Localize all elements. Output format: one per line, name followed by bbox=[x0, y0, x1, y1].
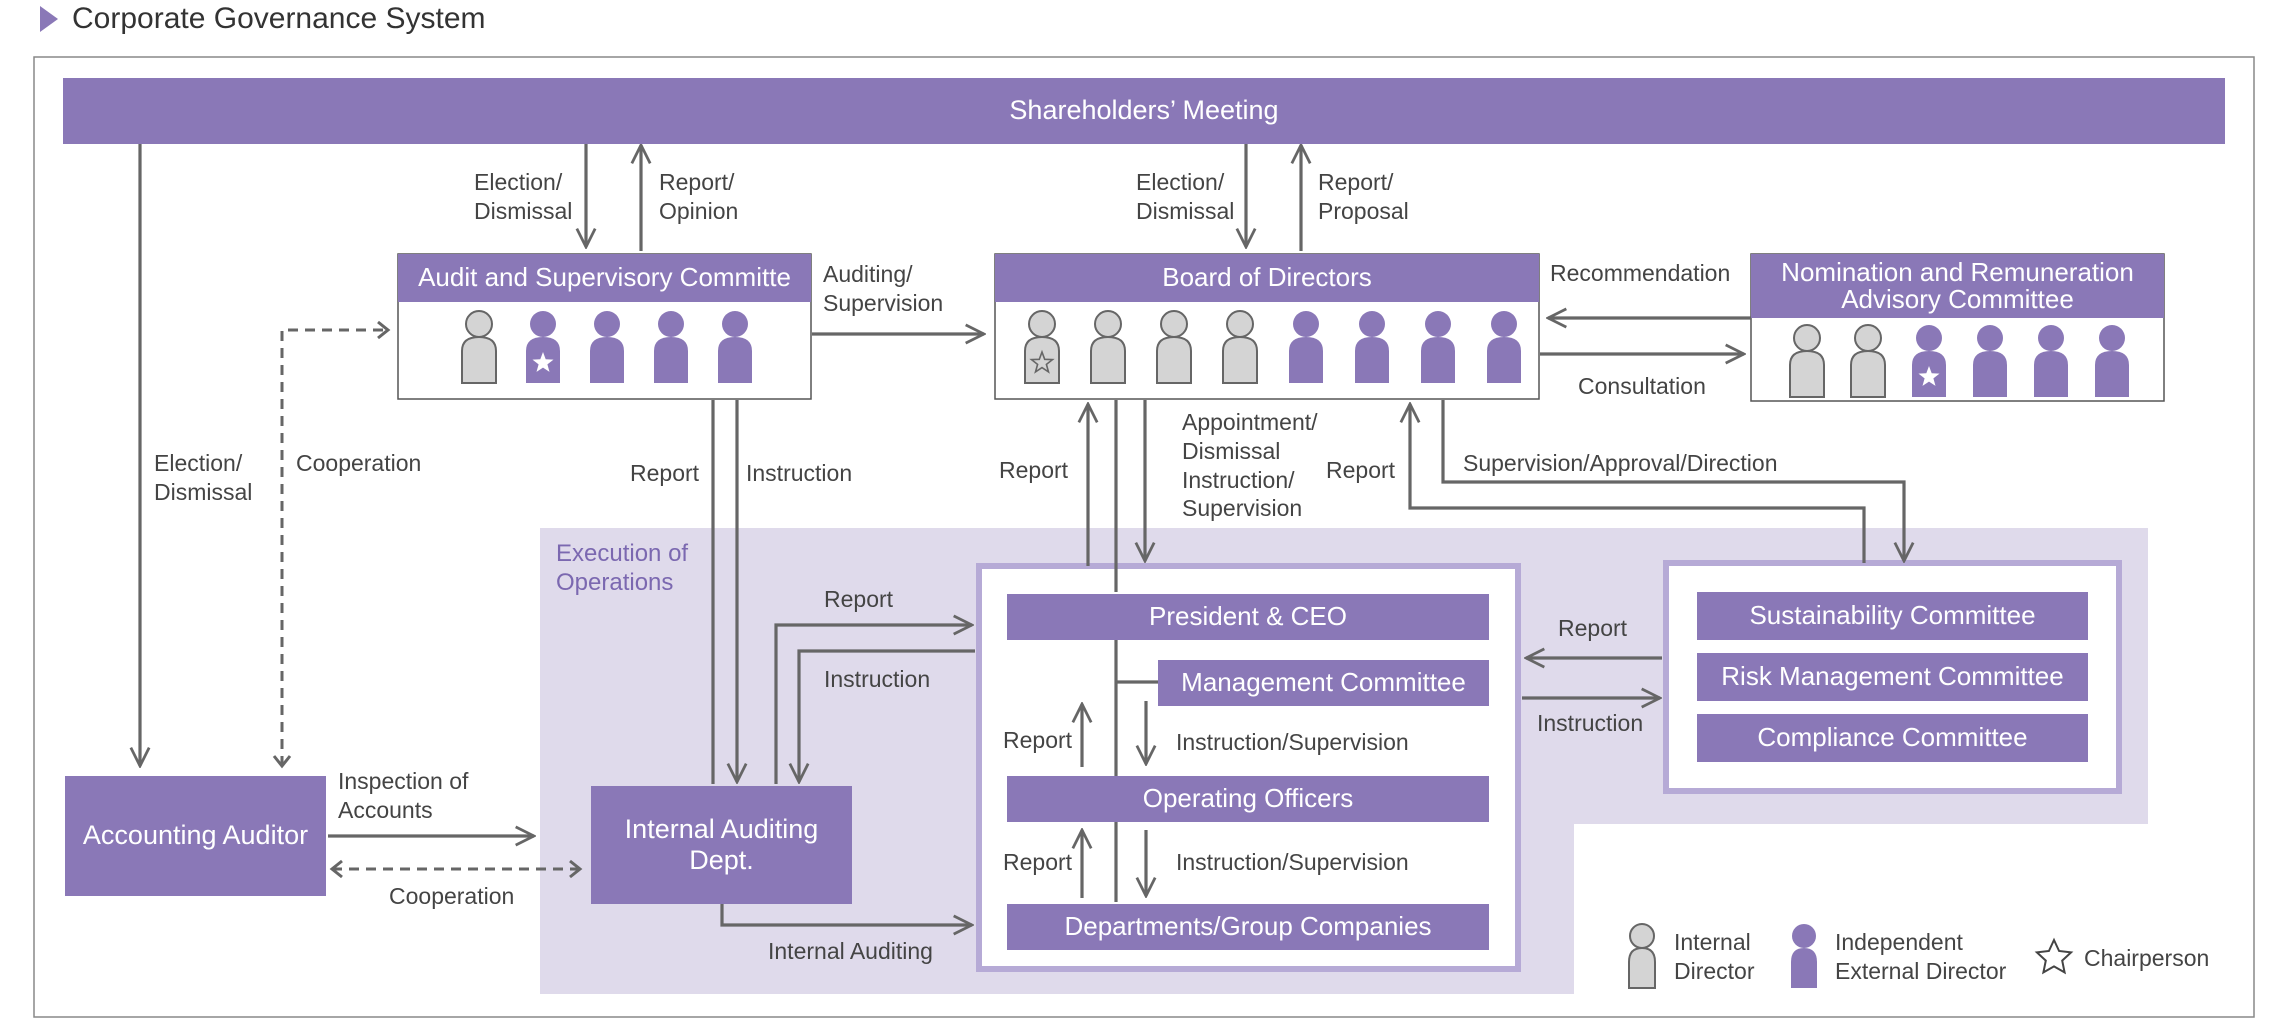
execution-area-label: Execution of Operations bbox=[556, 540, 689, 596]
external-director-icon bbox=[590, 311, 624, 383]
internal-director-icon bbox=[1222, 310, 1258, 384]
external-director-icon bbox=[654, 311, 688, 383]
label-report-committees: Report bbox=[1326, 457, 1396, 483]
label-report-internal-audit: Report bbox=[630, 460, 700, 486]
external-director-icon bbox=[1289, 311, 1323, 383]
accounting-auditor-box: Accounting Auditor bbox=[65, 776, 326, 896]
internal-director-icon bbox=[1024, 310, 1060, 384]
compliance-committee-box: Compliance Committee bbox=[1697, 714, 2088, 762]
external-director-icon bbox=[2095, 325, 2129, 397]
management-committee-box: Management Committee bbox=[1158, 660, 1489, 706]
president-ceo-box: President & CEO bbox=[1007, 594, 1489, 640]
external-director-icon bbox=[1973, 325, 2007, 397]
label-internal-auditing: Internal Auditing bbox=[768, 938, 933, 964]
label-election-dismissal-board: Election/ Dismissal bbox=[1136, 169, 1235, 224]
label-election-dismissal-audit: Election/ Dismissal bbox=[474, 169, 573, 224]
external-director-icon bbox=[718, 311, 752, 383]
label-recommendation: Recommendation bbox=[1550, 260, 1731, 286]
label-report-opinion: Report/ Opinion bbox=[659, 169, 739, 224]
label-report-president: Report bbox=[999, 457, 1069, 483]
label-report-committees-to-exec: Report bbox=[1558, 615, 1628, 641]
internal-director-icon bbox=[1850, 324, 1886, 398]
label-report-internal-to-exec: Report bbox=[824, 586, 894, 612]
label-report-officers: Report bbox=[1003, 727, 1073, 753]
audit-committee-box: Audit and Supervisory Committe bbox=[398, 254, 811, 302]
external-director-icon bbox=[526, 311, 560, 383]
departments-box: Departments/Group Companies bbox=[1007, 904, 1489, 950]
operating-officers-box: Operating Officers bbox=[1007, 776, 1489, 822]
label-instruction-exec-to-committees: Instruction bbox=[1537, 710, 1644, 736]
legend-chairperson: Chairperson bbox=[2084, 945, 2210, 971]
internal-director-icon bbox=[1090, 310, 1126, 384]
external-director-icon bbox=[2034, 325, 2068, 397]
label-election-dismissal-auditor: Election/ Dismissal bbox=[154, 450, 253, 505]
legend-star-icon bbox=[2034, 937, 2074, 975]
page-title: Corporate Governance System bbox=[40, 0, 486, 38]
board-of-directors-box: Board of Directors bbox=[995, 254, 1539, 302]
legend-internal-director: Internal Director bbox=[1674, 929, 1755, 984]
label-inspection-of-accounts: Inspection of Accounts bbox=[338, 768, 469, 823]
shareholders-meeting-box: Shareholders’ Meeting bbox=[63, 78, 2225, 144]
cooperation-lines bbox=[280, 328, 580, 871]
chairperson-star-icon bbox=[532, 352, 554, 372]
label-instruction-supervision-departments: Instruction/Supervision bbox=[1176, 849, 1409, 875]
nomination-committee-box: Nomination and Remuneration Advisory Com… bbox=[1751, 254, 2164, 318]
internal-director-icon bbox=[1789, 324, 1825, 398]
label-report-departments: Report bbox=[1003, 849, 1073, 875]
internal-auditing-box: Internal Auditing Dept. bbox=[591, 786, 852, 904]
cooperation-arrowheads bbox=[272, 320, 583, 879]
title-triangle-icon bbox=[40, 6, 58, 32]
sustainability-committee-box: Sustainability Committee bbox=[1697, 592, 2088, 640]
external-director-icon bbox=[1421, 311, 1455, 383]
label-instruction-exec-to-internal: Instruction bbox=[824, 666, 931, 692]
legend-internal-icon bbox=[1628, 923, 1656, 989]
outer-frame bbox=[33, 56, 2255, 1018]
label-appointment: Appointment/ Dismissal Instruction/ Supe… bbox=[1182, 409, 1318, 522]
external-director-icon bbox=[1912, 325, 1946, 397]
nomination-members bbox=[1789, 324, 2129, 398]
legend-external-director: Independent External Director bbox=[1835, 929, 2007, 984]
page-title-text: Corporate Governance System bbox=[72, 2, 486, 35]
connectors bbox=[140, 144, 1904, 925]
internal-director-icon bbox=[1156, 310, 1192, 384]
label-cooperation-audit: Cooperation bbox=[296, 450, 422, 476]
external-director-icon bbox=[1355, 311, 1389, 383]
label-instruction-supervision-officers: Instruction/Supervision bbox=[1176, 729, 1409, 755]
internal-director-icon bbox=[461, 310, 497, 384]
audit-committee-members bbox=[461, 310, 752, 384]
label-instruction-internal-audit: Instruction bbox=[746, 460, 853, 486]
board-members bbox=[1024, 310, 1521, 384]
chairperson-star-icon bbox=[1918, 366, 1940, 386]
legend-external-icon bbox=[1791, 924, 1817, 988]
external-director-icon bbox=[1487, 311, 1521, 383]
label-report-proposal: Report/ Proposal bbox=[1318, 169, 1409, 224]
label-auditing-supervision: Auditing/ Supervision bbox=[823, 261, 944, 316]
chairperson-star-icon bbox=[1029, 349, 1055, 374]
label-cooperation-auditors: Cooperation bbox=[389, 883, 515, 909]
risk-management-committee-box: Risk Management Committee bbox=[1697, 653, 2088, 701]
label-supervision-approval: Supervision/Approval/Direction bbox=[1463, 450, 1778, 476]
label-consultation: Consultation bbox=[1578, 373, 1706, 399]
